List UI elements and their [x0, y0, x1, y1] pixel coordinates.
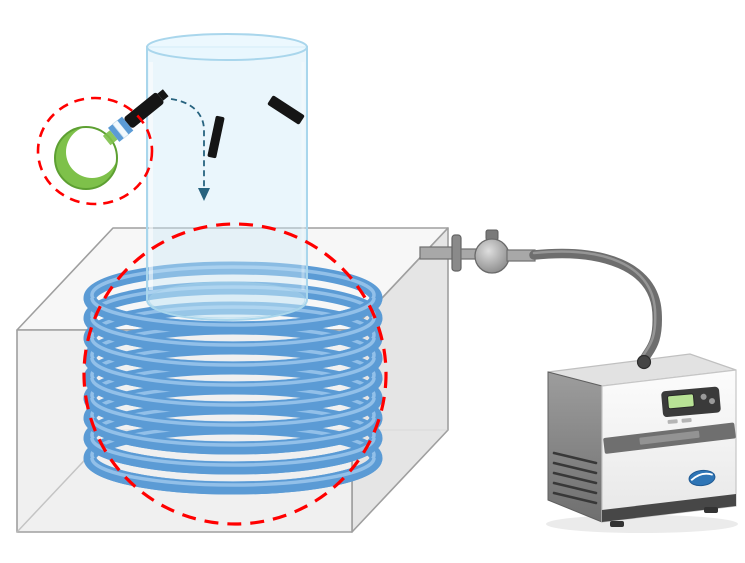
bulb-highlight-circle: [36, 96, 154, 206]
valve-flange: [451, 234, 462, 272]
bulb-outline: [54, 126, 118, 190]
coil-highlight-circle: [82, 222, 388, 526]
cap-stripe-blue-1: [108, 124, 124, 142]
coil-turn-front: [83, 377, 383, 415]
cylinder-bottom: [148, 281, 306, 319]
logo-swoosh: [690, 472, 713, 481]
coil-turn-front-highlight: [90, 337, 376, 367]
coil-turn-front-highlight: [90, 437, 376, 467]
tube: [529, 248, 662, 365]
chiller-shadow: [546, 515, 738, 533]
probe-bar-right: [267, 95, 305, 125]
panel-key: [681, 418, 692, 423]
glass-cylinder: [146, 33, 308, 321]
coil-turn-front: [83, 417, 383, 455]
coil-turn-front-highlight: [90, 457, 376, 487]
coil-turn-front-highlight: [90, 317, 376, 347]
brand-logo: [688, 469, 716, 487]
coil-turn-front-highlight: [90, 357, 376, 387]
bulb-neck: [102, 130, 118, 146]
coil-turn-front: [83, 337, 383, 375]
front-label-text-area: [639, 430, 700, 445]
nozzle-body: [124, 92, 164, 128]
coil-turn-front: [83, 457, 383, 495]
recirculating-chiller: [546, 353, 738, 533]
display-screen: [667, 393, 695, 410]
coil-turn-front: [83, 437, 383, 475]
tube-highlight: [532, 250, 657, 360]
coil-turn-front: [83, 317, 383, 355]
vent-slit: [552, 471, 598, 485]
cylinder-body: [146, 46, 308, 321]
coil-turn-front-highlight: [90, 397, 376, 427]
valve-ball: [474, 238, 510, 274]
coil-turn-front-highlight: [90, 417, 376, 447]
coil-turn-front: [83, 397, 383, 435]
cooling-coil-front: [83, 297, 383, 495]
panel-button: [709, 398, 716, 405]
vent-slit: [552, 491, 598, 505]
flow-arrow-head: [198, 188, 210, 201]
coil-turn-front-highlight: [90, 377, 376, 407]
vent-slit: [552, 451, 598, 465]
chiller-foot: [704, 507, 718, 513]
spray-bulb: [54, 126, 118, 190]
nozzle-tip: [157, 89, 169, 101]
probe-bars: [207, 95, 305, 159]
bulb-inner-cutout: [66, 126, 118, 178]
control-display: [661, 386, 721, 424]
flexible-tubing: [529, 248, 662, 370]
tube-port-collar: [636, 354, 652, 370]
chiller-foot: [610, 521, 624, 527]
valve-pipe-left: [419, 246, 455, 260]
coil-turn-front: [83, 297, 383, 335]
coil-turn-front-highlight: [90, 297, 376, 327]
cylinder-rim: [146, 33, 308, 61]
ball-valve: [419, 229, 536, 274]
vent-grille: [552, 451, 598, 505]
chiller-base: [602, 494, 736, 522]
chiller-side-face: [547, 371, 603, 523]
vent-slit: [552, 461, 598, 475]
panel-key: [667, 419, 678, 424]
probe-bar-middle: [207, 115, 225, 159]
cap-stripe-blue-2: [117, 116, 134, 135]
spray-nozzle: [102, 89, 169, 146]
vent-slit: [552, 481, 598, 495]
panel-button: [700, 393, 707, 400]
flow-arrow: [170, 98, 210, 201]
coil-turn-front: [83, 357, 383, 395]
